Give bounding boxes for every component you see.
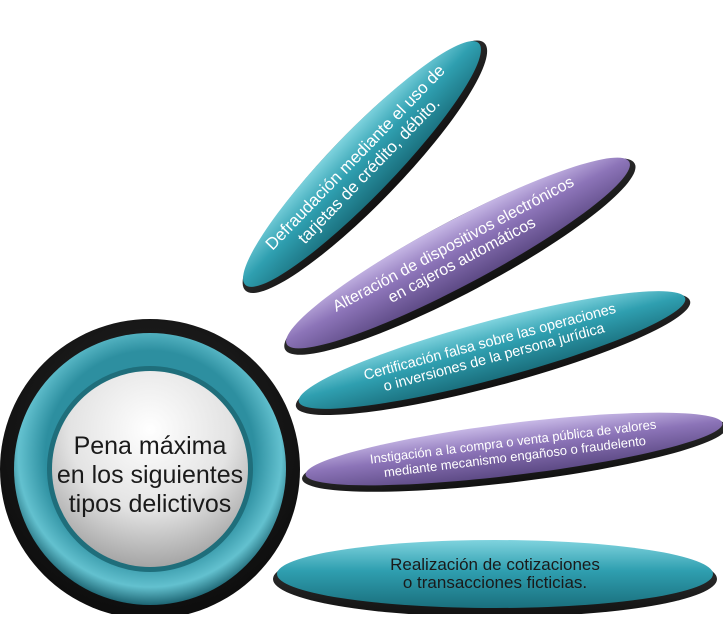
petal-3 <box>295 291 691 416</box>
center-line-1: Pena máxima <box>73 431 227 460</box>
petal-1 <box>242 40 488 294</box>
petal-5 <box>273 540 717 617</box>
center-circle <box>0 319 300 619</box>
center-line-2: en los siguientes <box>56 460 244 489</box>
center-line-3: tipos delictivos <box>68 489 232 518</box>
petal-4 <box>302 412 723 492</box>
center-label: Pena máxima en los siguientes tipos deli… <box>30 420 270 530</box>
petal-5-line-1: Realización de cotizaciones <box>390 555 600 574</box>
petal-5-line-2: o transacciones ficticias. <box>402 573 588 592</box>
petal-2 <box>284 157 636 355</box>
petal-5-label: Realización de cotizaciones o transaccio… <box>345 544 645 604</box>
